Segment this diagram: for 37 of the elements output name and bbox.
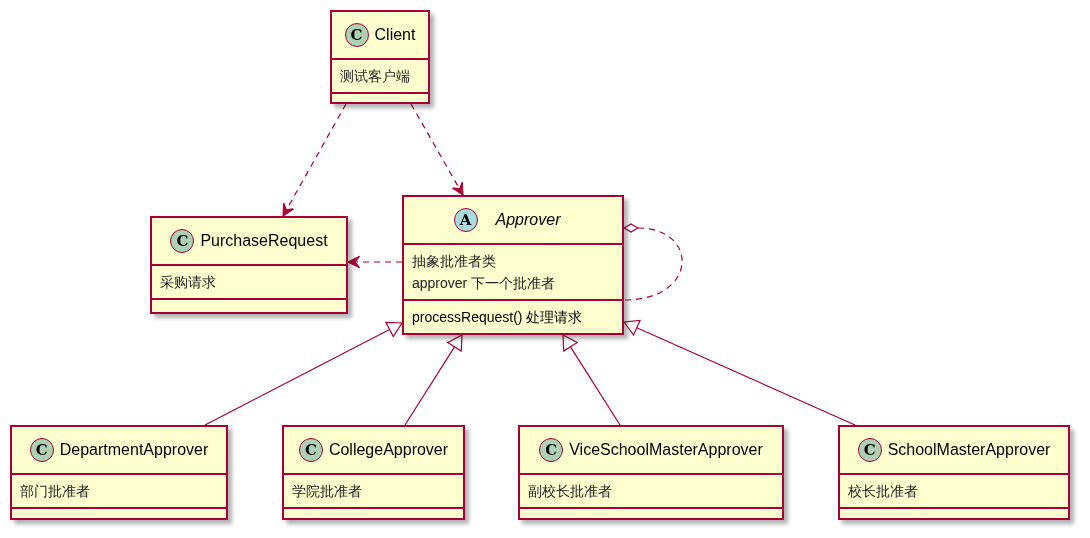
inheritance-arrow bbox=[562, 334, 621, 426]
inheritance-arrow bbox=[623, 319, 856, 426]
class-box bbox=[518, 425, 784, 520]
class-badge: C bbox=[170, 229, 195, 253]
class-attribute: approver 下一个批准者 bbox=[412, 274, 557, 293]
class-attribute: 学院批准者 bbox=[292, 482, 363, 501]
class-attribute: 抽象批准者类 bbox=[412, 252, 497, 271]
class-name: DepartmentApprover bbox=[59, 440, 209, 460]
dependency-arrow bbox=[410, 103, 464, 196]
class-box bbox=[402, 195, 624, 335]
class-attribute: 采购请求 bbox=[160, 273, 217, 292]
class-box bbox=[150, 216, 348, 314]
class-attribute: 部门批准者 bbox=[20, 482, 91, 501]
class-name: Approver bbox=[494, 210, 562, 230]
inheritance-arrow bbox=[204, 321, 403, 426]
class-attribute: 测试客户端 bbox=[340, 67, 411, 86]
class-attribute: 校长批准者 bbox=[848, 482, 919, 501]
class-box bbox=[838, 425, 1070, 520]
inheritance-arrow bbox=[404, 334, 463, 426]
class-attribute: 副校长批准者 bbox=[528, 482, 613, 501]
class-name: SchoolMasterApprover bbox=[887, 440, 1051, 460]
class-name: Client bbox=[374, 25, 416, 45]
class-name: ViceSchoolMasterApprover bbox=[569, 440, 763, 460]
dependency-arrow bbox=[347, 255, 403, 269]
class-badge: C bbox=[29, 438, 54, 462]
class-badge: C bbox=[344, 23, 369, 47]
class-method: processRequest() 处理请求 bbox=[412, 308, 584, 327]
dependency-arrow bbox=[282, 103, 347, 217]
class-badge: C bbox=[857, 438, 882, 462]
class-box bbox=[10, 425, 228, 520]
class-badge: A bbox=[453, 208, 478, 232]
class-badge: C bbox=[539, 438, 564, 462]
class-box bbox=[282, 425, 465, 520]
class-name: CollegeApprover bbox=[328, 440, 449, 460]
class-name: PurchaseRequest bbox=[200, 231, 328, 251]
class-box bbox=[330, 10, 430, 104]
class-badge: C bbox=[298, 438, 323, 462]
